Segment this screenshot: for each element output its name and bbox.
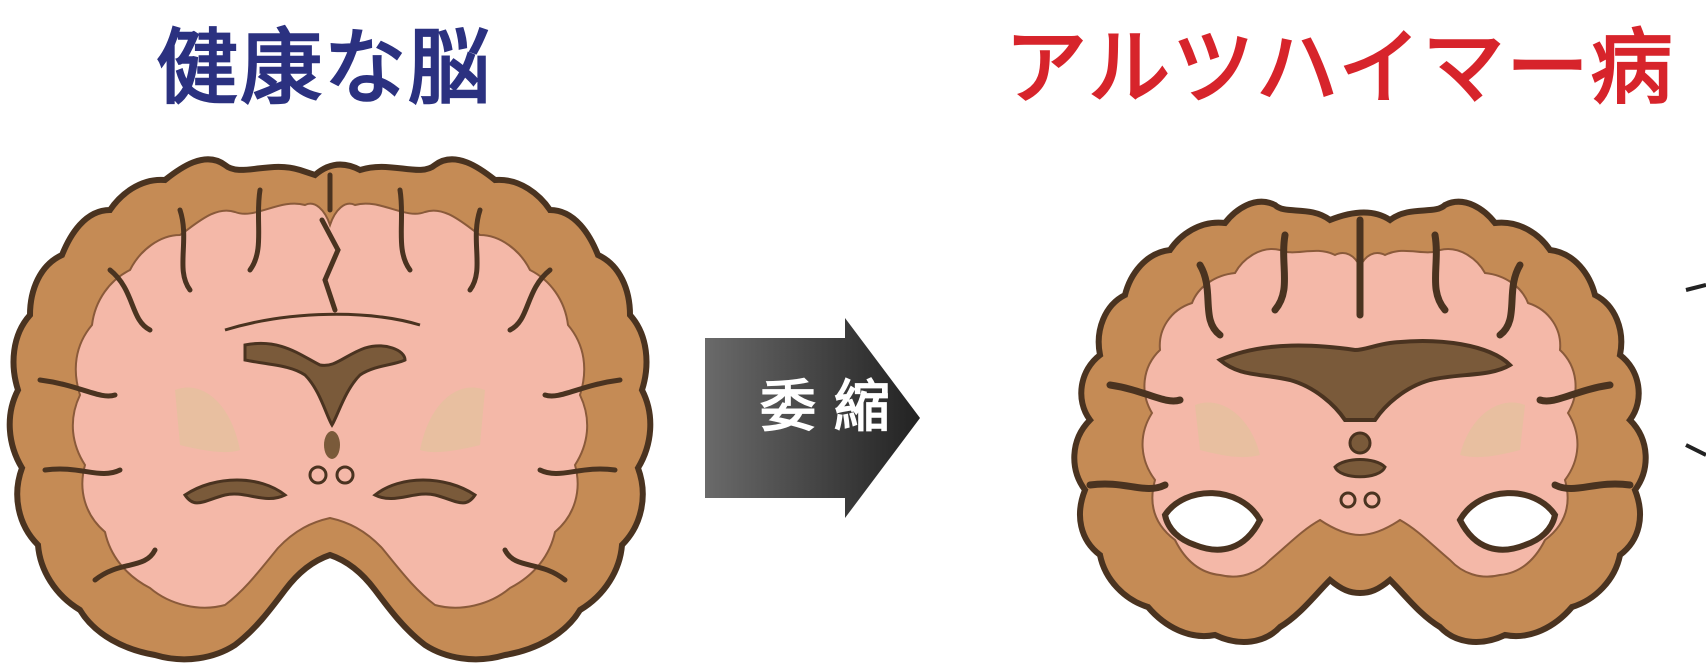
atrophied-sulci bbox=[1086, 216, 1634, 492]
atrophy-label: 委縮 bbox=[760, 375, 908, 440]
healthy-brain-title: 健康な脳 bbox=[156, 21, 493, 116]
healthy-brain-icon bbox=[6, 156, 654, 663]
healthy-hippocampus-right bbox=[372, 478, 478, 505]
healthy-hippocampus-left bbox=[182, 478, 288, 505]
healthy-basal-ganglia-right bbox=[420, 387, 485, 453]
arrow-shape bbox=[705, 318, 920, 518]
atrophied-brain-icon bbox=[1071, 198, 1649, 645]
alzheimers-title: アルツハイマー病 bbox=[1005, 21, 1675, 116]
right-arrow-icon bbox=[705, 318, 920, 518]
healthy-corpus-callosum bbox=[224, 312, 421, 332]
atrophied-hippocampus-right bbox=[1456, 490, 1559, 553]
healthy-basal-ganglia-left bbox=[175, 387, 240, 453]
atrophied-hippocampus-left bbox=[1161, 490, 1264, 553]
healthy-sulci bbox=[37, 172, 623, 583]
healthy-ventricle bbox=[243, 341, 407, 428]
healthy-third-ventricle bbox=[324, 431, 340, 459]
edge-marks bbox=[1685, 283, 1706, 457]
atrophied-ventricle bbox=[1216, 339, 1514, 422]
